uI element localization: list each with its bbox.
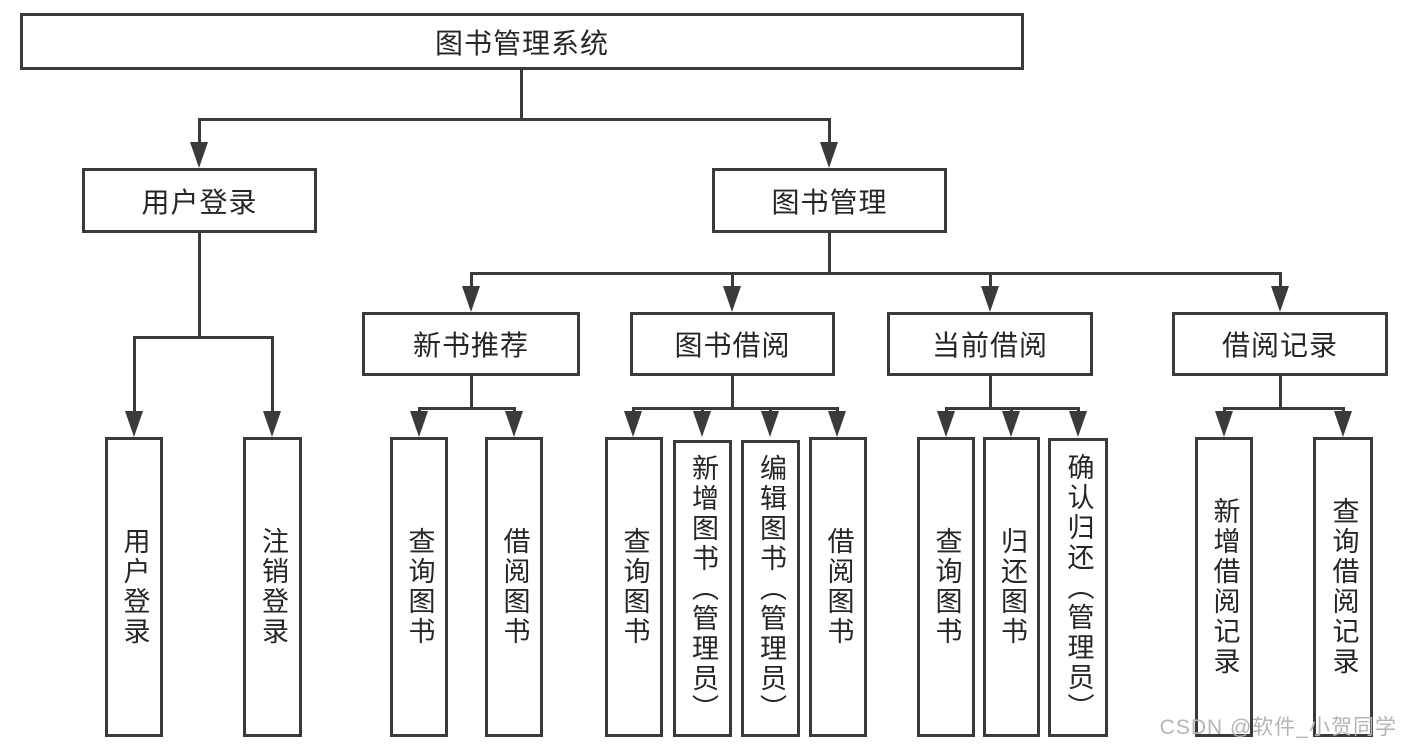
arrow-down-icon xyxy=(125,411,143,437)
connector-user-login-stem xyxy=(198,233,201,336)
leaf-label: 查询图书 xyxy=(404,527,435,647)
leaf-user-login: 用户登录 xyxy=(105,437,163,737)
arrow-down-icon xyxy=(410,411,428,437)
connector-stem xyxy=(470,376,473,407)
leaf-query-books-recommend: 查询图书 xyxy=(390,437,448,737)
arrow-down-icon xyxy=(263,411,281,437)
node-user-login: 用户登录 xyxy=(82,168,317,233)
node-current-borrowing: 当前借阅 xyxy=(887,312,1093,376)
connector-drop xyxy=(989,272,992,288)
connector-user-login-branch xyxy=(133,336,273,339)
leaf-query-borrow-record: 查询借阅记录 xyxy=(1313,437,1373,737)
leaf-label: 查询图书 xyxy=(931,527,962,647)
leaf-logout: 注销登录 xyxy=(243,437,302,737)
arrow-down-icon xyxy=(981,286,999,312)
arrow-down-icon xyxy=(505,411,523,437)
arrow-down-icon xyxy=(462,286,480,312)
connector-drop xyxy=(470,272,473,288)
arrow-down-icon xyxy=(820,142,838,168)
node-library-management-system: 图书管理系统 xyxy=(20,13,1024,70)
connector-drop xyxy=(198,118,201,144)
arrow-down-icon xyxy=(761,411,779,437)
connector-stem xyxy=(731,376,734,407)
connector-drop xyxy=(828,118,831,144)
arrow-down-icon xyxy=(1271,286,1289,312)
node-book-borrowing: 图书借阅 xyxy=(630,312,835,376)
leaf-label: 注销登录 xyxy=(258,527,288,647)
node-label: 用户登录 xyxy=(141,186,258,218)
arrow-down-icon xyxy=(1334,411,1352,437)
connector-root-stem xyxy=(520,69,523,118)
arrow-down-icon xyxy=(828,411,846,437)
node-label: 新书推荐 xyxy=(412,330,529,361)
leaf-label: 新增借阅记录 xyxy=(1209,497,1240,677)
connector-root-branch xyxy=(198,118,831,121)
node-book-management: 图书管理 xyxy=(712,168,947,233)
connector-branch xyxy=(418,407,515,410)
leaf-confirm-return-admin: 确认归还（管理员） xyxy=(1048,438,1108,737)
leaf-borrow-books-recommend: 借阅图书 xyxy=(485,437,543,737)
node-label: 图书借阅 xyxy=(674,330,791,361)
arrow-down-icon xyxy=(723,286,741,312)
connector-stem xyxy=(1279,376,1282,407)
connector-branch xyxy=(1223,407,1344,410)
arrow-down-icon xyxy=(624,411,642,437)
node-borrowing-records: 借阅记录 xyxy=(1172,312,1388,376)
node-label: 当前借阅 xyxy=(931,330,1048,361)
leaf-label: 借阅图书 xyxy=(499,527,530,647)
connector-drop xyxy=(271,336,274,413)
node-new-book-recommendation: 新书推荐 xyxy=(362,312,580,376)
arrow-down-icon xyxy=(1069,411,1087,437)
leaf-label: 查询图书 xyxy=(619,527,650,647)
leaf-borrow-books-borrowing: 借阅图书 xyxy=(809,437,867,737)
node-label: 图书管理系统 xyxy=(434,27,609,59)
arrow-down-icon xyxy=(1002,411,1020,437)
leaf-add-borrow-record: 新增借阅记录 xyxy=(1195,437,1253,737)
connector-stem xyxy=(989,376,992,407)
arrow-down-icon xyxy=(190,142,208,168)
leaf-label: 借阅图书 xyxy=(823,527,854,647)
connector-branch xyxy=(632,407,838,410)
connector-drop xyxy=(731,272,734,288)
leaf-label: 确认归还（管理员） xyxy=(1063,452,1094,723)
connector-drop xyxy=(1279,272,1282,288)
node-label: 图书管理 xyxy=(771,186,888,218)
leaf-query-books-borrowing: 查询图书 xyxy=(605,437,663,737)
leaf-label: 查询借阅记录 xyxy=(1328,497,1359,677)
leaf-label: 归还图书 xyxy=(997,527,1027,647)
arrow-down-icon xyxy=(1215,411,1233,437)
leaf-label: 用户登录 xyxy=(119,527,150,647)
leaf-return-books: 归还图书 xyxy=(983,437,1040,737)
connector-drop xyxy=(133,336,136,413)
csdn-watermark: CSDN @软件_小贺同学 xyxy=(1159,716,1397,739)
node-label: 借阅记录 xyxy=(1221,330,1338,361)
arrow-down-icon xyxy=(937,411,955,437)
leaf-label: 新增图书（管理员） xyxy=(688,453,718,724)
arrow-down-icon xyxy=(693,411,711,437)
leaf-edit-book-admin: 编辑图书（管理员） xyxy=(741,440,800,737)
leaf-label: 编辑图书（管理员） xyxy=(756,453,786,724)
connector-book-mgmt-stem xyxy=(828,233,831,274)
leaf-add-book-admin: 新增图书（管理员） xyxy=(673,440,732,737)
leaf-query-books-current: 查询图书 xyxy=(917,437,975,737)
connector-book-mgmt-branch xyxy=(470,272,1281,275)
